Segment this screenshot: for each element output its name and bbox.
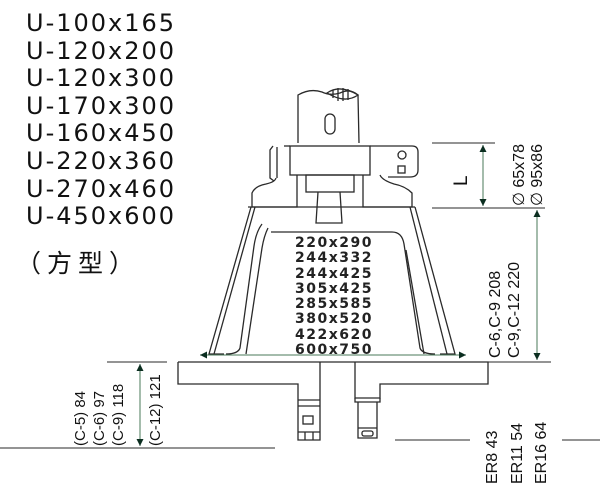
table-size-item: 600x750 bbox=[295, 342, 373, 359]
model-item: U-270x460 bbox=[26, 174, 177, 203]
table-size-item: 244x425 bbox=[295, 265, 373, 282]
shape-note: （方型） bbox=[16, 249, 141, 278]
base-plate bbox=[177, 361, 489, 441]
base-height-label: (C-6) 97 bbox=[91, 390, 108, 446]
model-item: U-220x360 bbox=[26, 146, 177, 175]
table-size-item: 244x332 bbox=[295, 250, 373, 267]
dimension-arrows bbox=[136, 145, 541, 446]
model-item: U-170x300 bbox=[26, 91, 177, 120]
table-size-item: 220x290 bbox=[295, 235, 373, 251]
table-size-list: 220x290 244x332 244x425 305x425 285x585 … bbox=[278, 235, 390, 359]
collet-offset-label: ER8 43 bbox=[484, 430, 501, 484]
dimension-lines bbox=[0, 142, 600, 449]
height-label: C-9,C-12 220 bbox=[506, 261, 523, 358]
base-height-label: (C-9) 118 bbox=[110, 383, 127, 446]
model-item: U-450x600 bbox=[26, 202, 177, 231]
bore-size-label: ∅ 65x78 bbox=[511, 144, 528, 206]
base-height-label: (C-5) 84 bbox=[72, 390, 89, 446]
collet-offset-label: ER16 64 bbox=[533, 421, 550, 484]
table-size-item: 422x620 bbox=[295, 326, 373, 343]
model-item: U-120x200 bbox=[26, 36, 177, 65]
height-label: C-6,C-9 208 bbox=[487, 270, 504, 358]
table-size-item: 305x425 bbox=[295, 280, 373, 297]
base-height-label: (C-12) 121 bbox=[147, 374, 164, 446]
bore-size-label: ∅ 95x86 bbox=[529, 144, 546, 206]
model-list: U-100x165 U-120x200 U-120x300 U-170x300 … bbox=[26, 9, 177, 231]
model-item: U-160x450 bbox=[26, 119, 177, 148]
collet-offset-label: ER11 54 bbox=[509, 422, 526, 484]
table-size-item: 285x585 bbox=[295, 296, 373, 313]
model-item: U-120x300 bbox=[26, 64, 177, 93]
table-size-item: 380x520 bbox=[295, 311, 373, 328]
model-item: U-100x165 bbox=[26, 9, 177, 37]
length-label: L bbox=[451, 175, 472, 186]
spindle-shaft bbox=[297, 88, 360, 144]
